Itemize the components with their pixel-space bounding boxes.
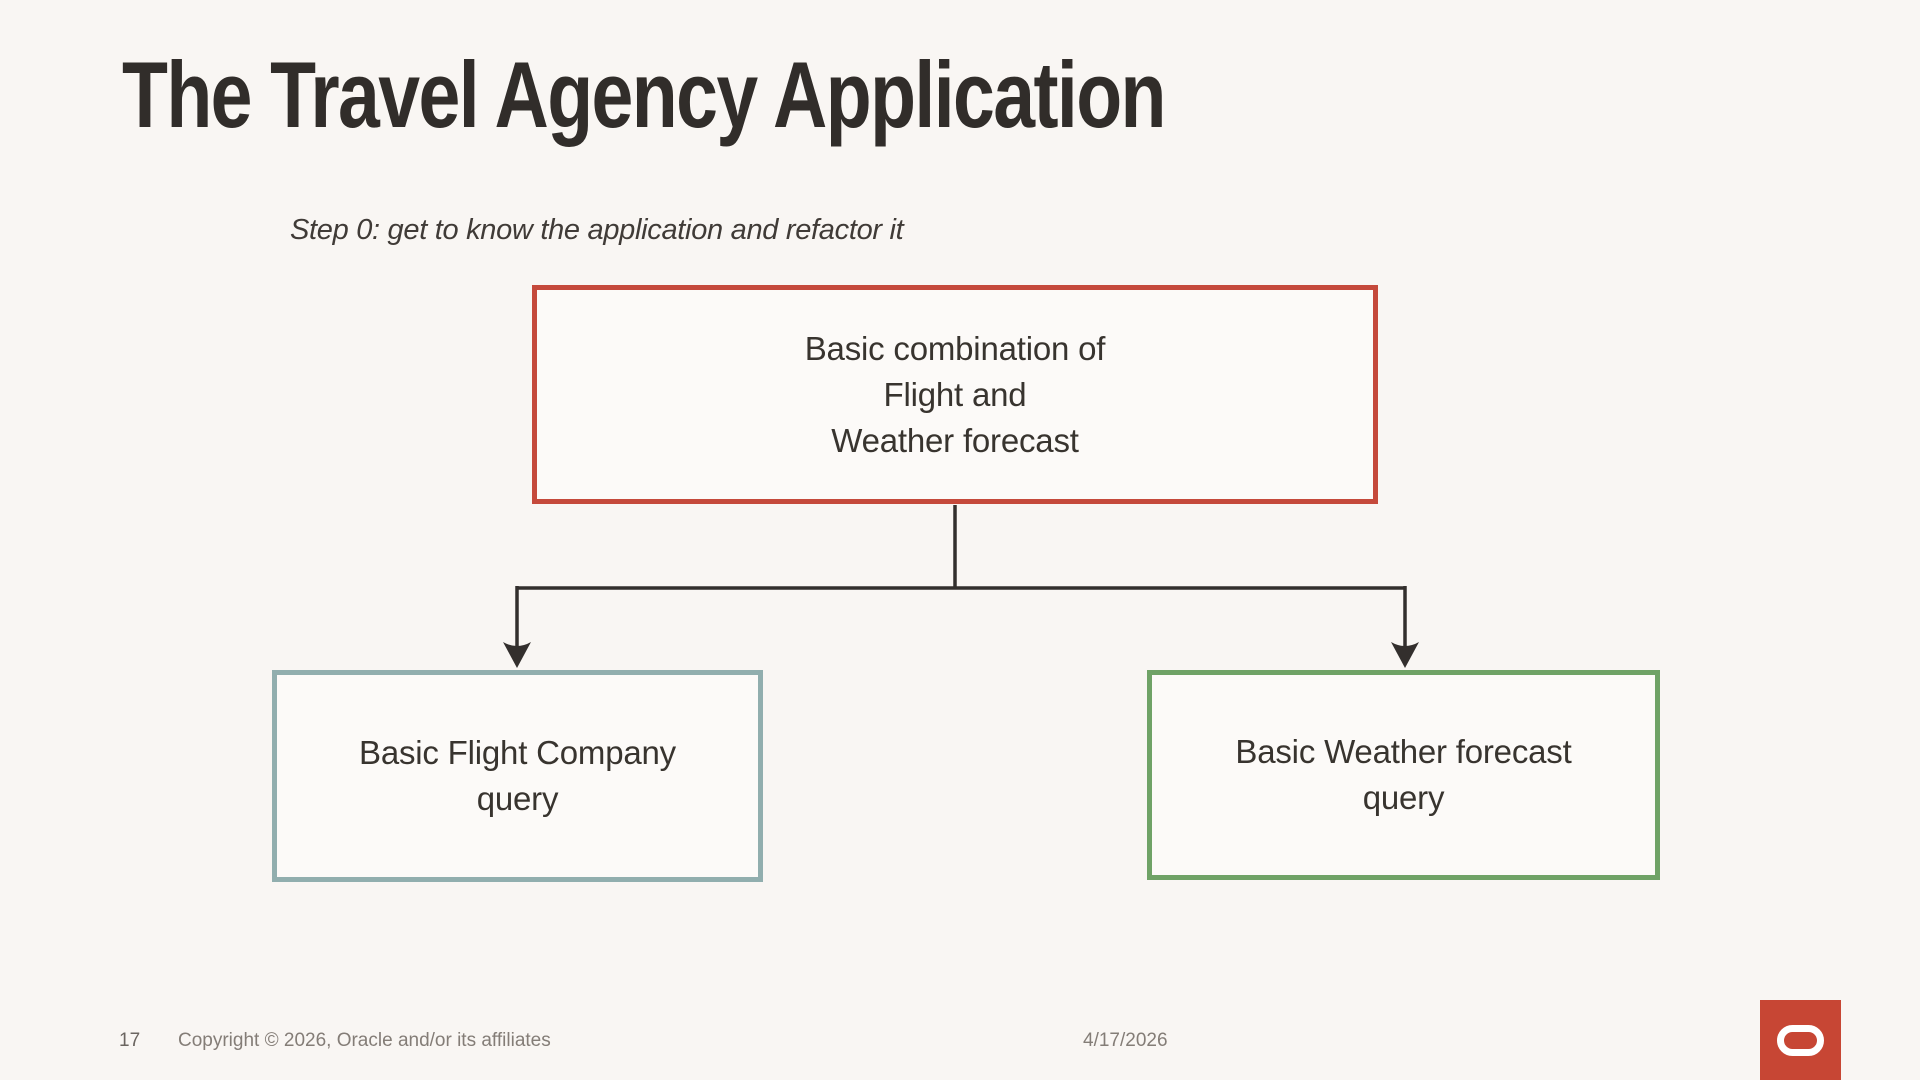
right-box-label: Basic Weather forecast query [1235,733,1572,816]
slide-date: 4/17/2026 [1083,1030,1168,1051]
slide-title: The Travel Agency Application [122,42,1166,147]
arrow-down-right-icon [1391,642,1419,668]
page-number: 17 [119,1030,141,1051]
arrow-down-left-icon [503,642,531,668]
right-box: Basic Weather forecast query [1147,670,1660,880]
oracle-o-icon [1777,1024,1824,1056]
root-box-label: Basic combination of Flight and Weather … [804,329,1106,459]
copyright-notice: Copyright © 2026, Oracle and/or its affi… [178,1030,551,1051]
slide-subtitle: Step 0: get to know the application and … [290,214,904,246]
root-box: Basic combination of Flight and Weather … [532,285,1378,504]
oracle-logo [1760,1000,1841,1080]
left-box: Basic Flight Company query [272,670,763,882]
left-box-label: Basic Flight Company query [359,734,676,817]
